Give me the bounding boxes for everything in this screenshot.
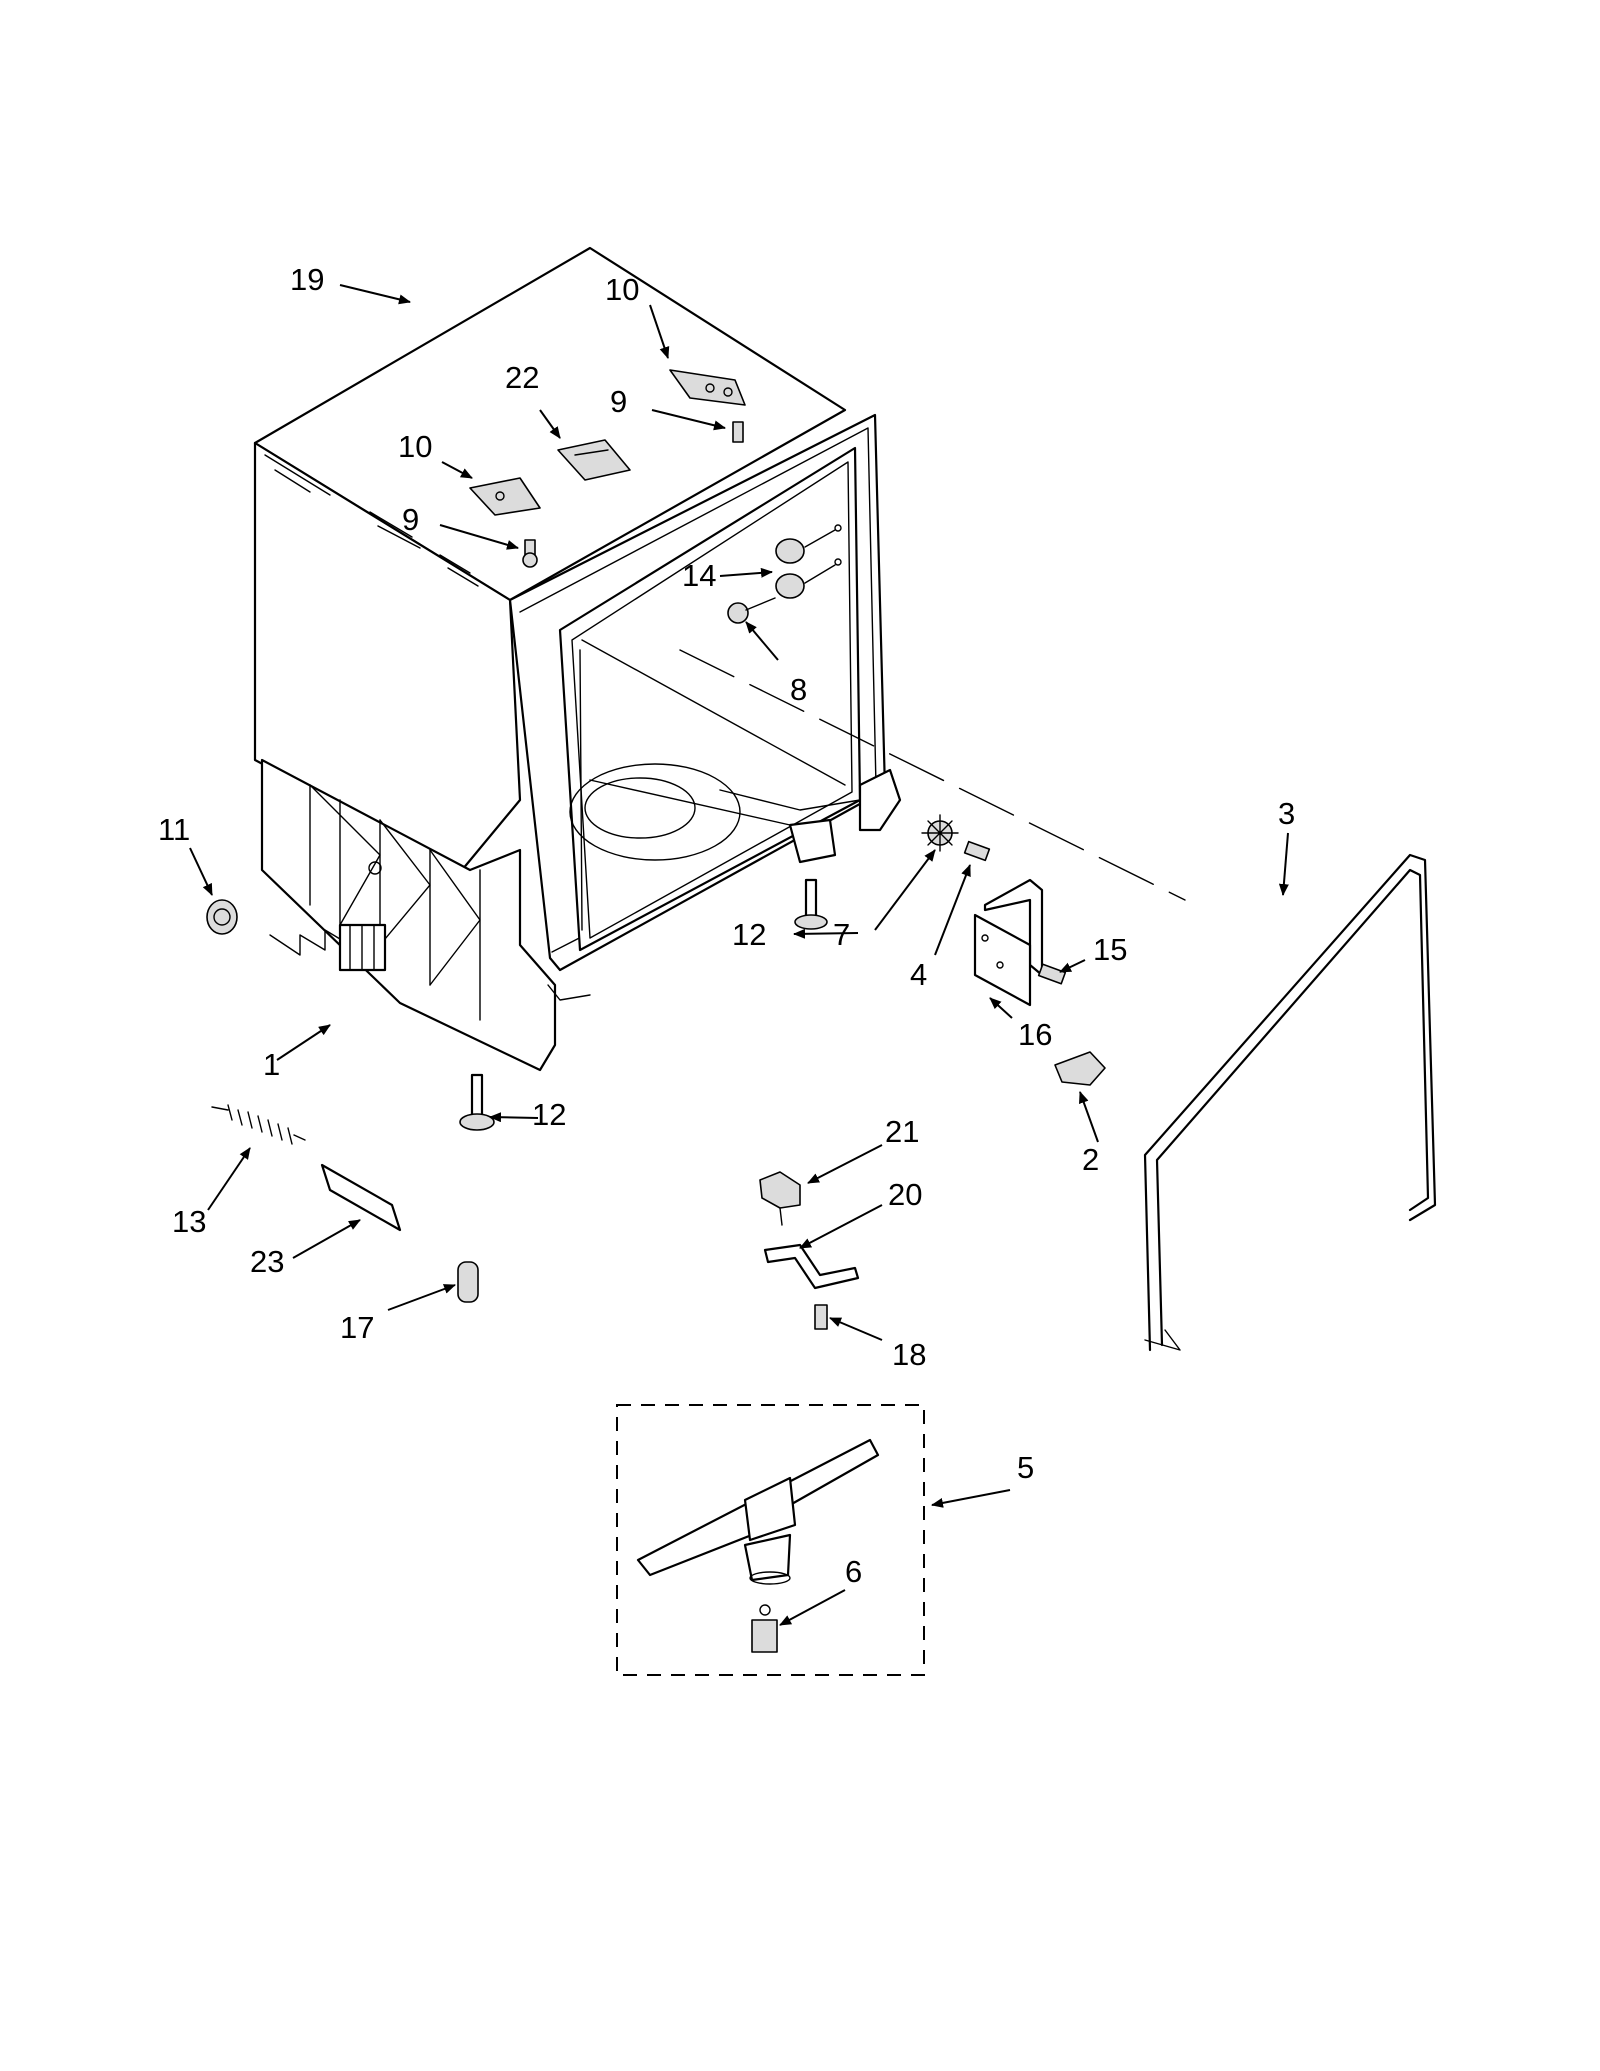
tub-assembly <box>253 246 902 1072</box>
rack-rollers <box>775 524 842 599</box>
sensor-screw <box>814 1304 828 1330</box>
hinge-bracket-left <box>469 477 541 516</box>
callout-labels: 19 10 22 9 10 9 14 8 3 11 12 7 4 15 16 1… <box>158 262 1295 1589</box>
sensor-bracket <box>763 1243 860 1290</box>
callout-9-top: 9 <box>610 384 627 419</box>
leveling-leg-lower <box>459 1073 495 1131</box>
leveling-leg-upper <box>794 878 828 930</box>
callout-8: 8 <box>790 672 807 707</box>
callout-12-upper: 12 <box>732 917 766 952</box>
callout-4: 4 <box>910 957 927 992</box>
callout-9-left: 9 <box>402 502 419 537</box>
callout-15: 15 <box>1093 932 1127 967</box>
roller-screw <box>727 597 776 624</box>
callout-23: 23 <box>250 1244 284 1279</box>
spray-arm-assembly <box>616 1404 925 1676</box>
callout-18: 18 <box>892 1337 926 1372</box>
gear-screw <box>963 840 991 862</box>
callout-1: 1 <box>263 1047 280 1082</box>
callout-3: 3 <box>1278 796 1295 831</box>
pump-part <box>751 1604 778 1653</box>
callout-20: 20 <box>888 1177 922 1212</box>
bracket-screw <box>1037 963 1067 985</box>
callout-22: 22 <box>505 360 539 395</box>
callout-6: 6 <box>845 1554 862 1589</box>
spring-pad <box>320 1163 402 1232</box>
door-gear <box>921 814 959 852</box>
door-spring <box>211 1104 306 1145</box>
callout-14: 14 <box>682 558 716 593</box>
callout-10-top: 10 <box>605 272 639 307</box>
callout-11: 11 <box>158 812 190 847</box>
door-gasket <box>1143 853 1437 1352</box>
sensor <box>759 1171 801 1226</box>
plug <box>206 899 238 935</box>
callout-21: 21 <box>885 1114 919 1149</box>
mounting-clip <box>557 439 631 481</box>
spring-clip <box>457 1261 479 1303</box>
callout-16: 16 <box>1018 1017 1052 1052</box>
callout-7: 7 <box>833 917 850 952</box>
screw-left <box>522 539 538 568</box>
callout-5: 5 <box>1017 1450 1034 1485</box>
door-latch <box>1054 1051 1106 1086</box>
callout-2: 2 <box>1082 1142 1099 1177</box>
callout-17: 17 <box>340 1310 374 1345</box>
bracket <box>973 878 1044 1007</box>
callout-19: 19 <box>290 262 324 297</box>
hinge-bracket-right <box>669 369 746 406</box>
callout-12-lower: 12 <box>532 1097 566 1132</box>
callout-10-left: 10 <box>398 429 432 464</box>
leader-lines <box>189 284 1289 1626</box>
screw-right <box>732 421 744 443</box>
callout-13: 13 <box>172 1204 206 1239</box>
